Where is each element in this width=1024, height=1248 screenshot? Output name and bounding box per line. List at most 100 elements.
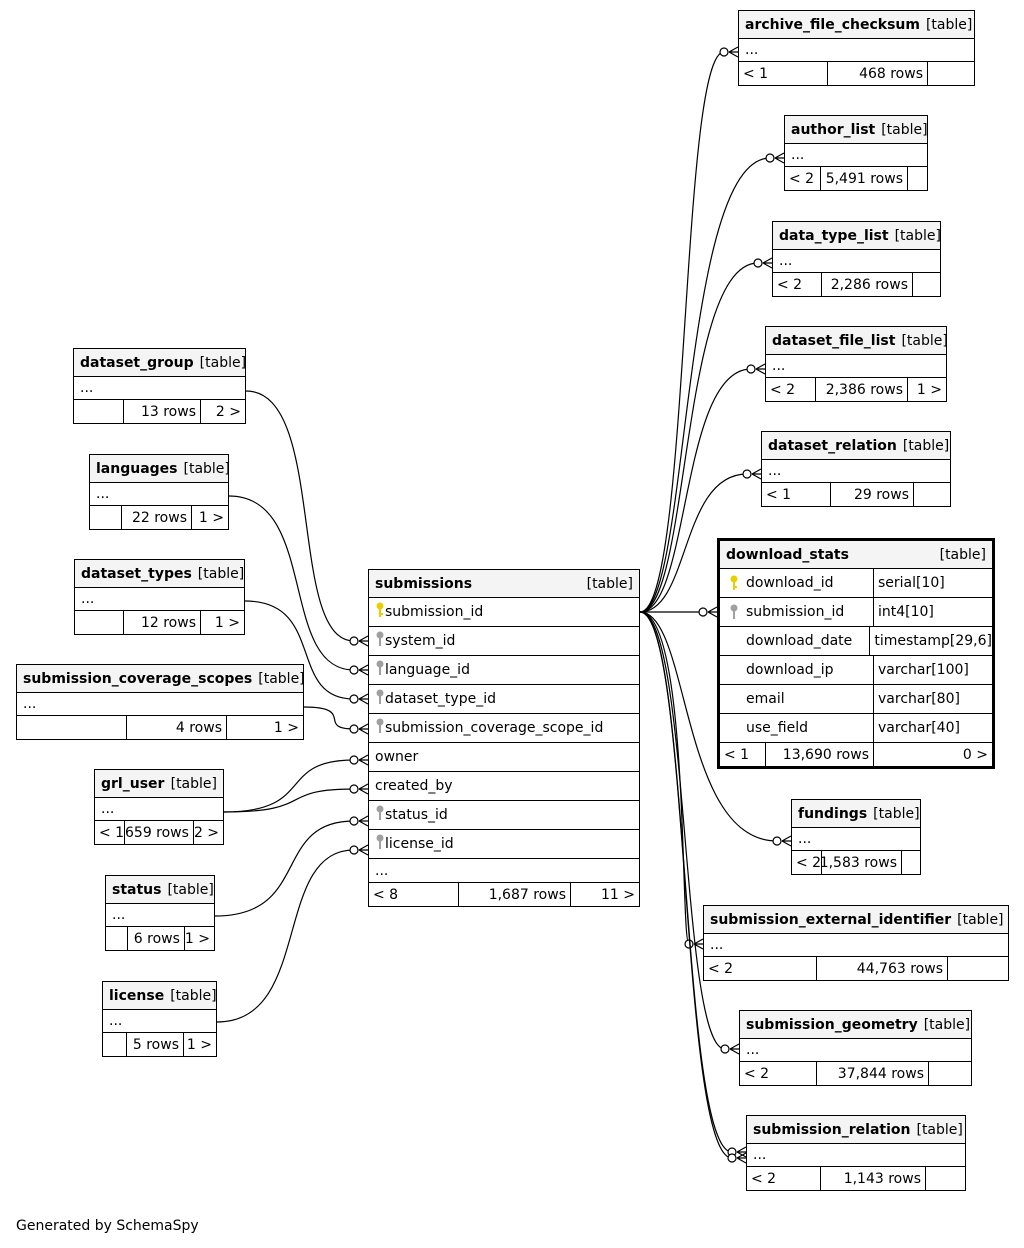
parent-relationship-edge [223, 759, 355, 813]
table-author-list[interactable]: author_list[table] ... < 2 5,491 rows [784, 115, 928, 191]
table-footer: 12 rows 1 > [75, 611, 244, 634]
column-name: dataset_type_id [385, 691, 496, 707]
table-footer: < 1 659 rows 2 > [95, 821, 223, 844]
ellipsis-row: ... [103, 1010, 216, 1033]
table-name: languages [96, 460, 178, 477]
child-count [914, 483, 950, 506]
ellipsis-row: ... [740, 1039, 971, 1062]
crows-foot-marker [753, 257, 773, 269]
ellipsis-row: ... [739, 39, 974, 62]
table-dataset-file-list[interactable]: dataset_file_list[table] ... < 2 2,386 r… [765, 326, 948, 402]
parent-relationship-edge [228, 495, 355, 671]
row-count: 44,763 rows [817, 957, 948, 980]
table-dataset-group[interactable]: dataset_group[table] ... 13 rows 2 > [73, 348, 246, 424]
ellipsis-row: ... [766, 355, 946, 378]
row-count: 22 rows [122, 506, 192, 529]
table-dataset-types[interactable]: dataset_types[table] ... 12 rows 1 > [74, 559, 245, 635]
table-submissions[interactable]: submissions[table] submission_id system_… [368, 569, 640, 907]
foreign-key-icon [375, 834, 385, 854]
parent-count: < 2 [740, 1062, 817, 1085]
row-count: 37,844 rows [817, 1062, 929, 1085]
column-status-id[interactable]: status_id [369, 801, 639, 830]
child-relationship-edge [639, 611, 726, 1050]
crows-foot-marker [349, 693, 369, 705]
column-submission-coverage-scope-id[interactable]: submission_coverage_scope_id [369, 714, 639, 743]
parent-count [106, 927, 128, 950]
column-created-by[interactable]: created_by [369, 772, 639, 801]
table-footer: < 2 5,491 rows [785, 167, 927, 190]
column-name: submission_id [746, 604, 845, 620]
child-relationship-edge [639, 368, 752, 613]
table-name: submission_external_identifier [710, 911, 952, 928]
child-count: 1 > [214, 614, 240, 631]
table-name: grl_user [101, 775, 165, 792]
table-dataset-relation[interactable]: dataset_relation[table] ... < 1 29 rows [761, 431, 951, 507]
parent-count: < 2 [747, 1167, 821, 1190]
table-submission-external-identifier[interactable]: submission_external_identifier[table] ..… [703, 905, 1009, 981]
crows-foot-marker [349, 815, 369, 827]
foreign-key-icon [726, 604, 742, 620]
parent-relationship-edge [223, 788, 355, 813]
table-kind: [table] [183, 460, 230, 477]
table-footer: < 2 44,763 rows [704, 957, 1008, 980]
table-status[interactable]: status[table] ... 6 rows 1 > [105, 875, 215, 951]
table-footer: < 2 1,583 rows [792, 851, 920, 874]
table-kind: [table] [916, 1121, 963, 1138]
child-count: 2 > [193, 824, 220, 841]
column-name: use_field [746, 720, 808, 736]
column-submission-id[interactable]: submission_id [369, 598, 639, 627]
child-count [908, 167, 927, 190]
table-archive-file-checksum[interactable]: archive_file_checksum[table] ... < 1 468… [738, 10, 975, 86]
table-footer: < 1 468 rows [739, 62, 974, 85]
column-license-id[interactable]: license_id [369, 830, 639, 859]
table-name: submission_relation [753, 1121, 911, 1138]
crows-foot-marker [742, 468, 762, 480]
column-name: status_id [385, 807, 448, 823]
table-data-type-list[interactable]: data_type_list[table] ... < 2 2,286 rows [772, 221, 941, 297]
child-count [928, 62, 974, 85]
ellipsis-row: ... [785, 144, 927, 167]
table-kind: [table] [894, 227, 941, 244]
table-name: status [112, 881, 162, 898]
table-grl-user[interactable]: grl_user[table] ... < 1 659 rows 2 > [94, 769, 224, 845]
row-count: 29 rows [831, 483, 914, 506]
table-submission-coverage-scopes[interactable]: submission_coverage_scopes[table] ... 4 … [16, 664, 305, 740]
table-fundings[interactable]: fundings[table] ... < 2 1,583 rows [791, 799, 921, 875]
crows-foot-marker [765, 152, 785, 164]
column-system-id[interactable]: system_id [369, 627, 639, 656]
table-license[interactable]: license[table] ... 5 rows 1 > [102, 981, 217, 1057]
ellipsis-row: ... [773, 250, 940, 273]
table-submission-relation[interactable]: submission_relation[table] ... < 2 1,143… [746, 1115, 966, 1191]
table-submission-geometry[interactable]: submission_geometry[table] ... < 2 37,84… [739, 1010, 972, 1086]
child-count: 1 > [916, 381, 942, 398]
crows-foot-marker [349, 783, 369, 795]
primary-key-icon [726, 575, 742, 591]
column-language-id[interactable]: language_id [369, 656, 639, 685]
parent-count: < 2 [792, 851, 822, 874]
ellipsis-row: ... [17, 693, 303, 716]
table-name: archive_file_checksum [745, 16, 920, 33]
column-name: created_by [375, 778, 453, 794]
column-dataset-type-id[interactable]: dataset_type_id [369, 685, 639, 714]
table-languages[interactable]: languages[table] ... 22 rows 1 > [89, 454, 230, 530]
parent-relationship-edge [303, 706, 355, 730]
column-name: license_id [385, 836, 454, 852]
ellipsis-row: ... [747, 1144, 965, 1167]
column-name: download_ip [746, 662, 834, 678]
child-relationship-edge [639, 611, 778, 842]
primary-key-icon [375, 602, 385, 622]
column-owner[interactable]: owner [369, 743, 639, 772]
ellipsis-row: ... [74, 377, 245, 400]
parent-count [17, 716, 127, 739]
child-count: 1 > [184, 930, 210, 947]
parent-count: < 1 [762, 483, 831, 506]
parent-relationship-edge [214, 820, 355, 917]
foreign-key-icon [375, 689, 385, 709]
